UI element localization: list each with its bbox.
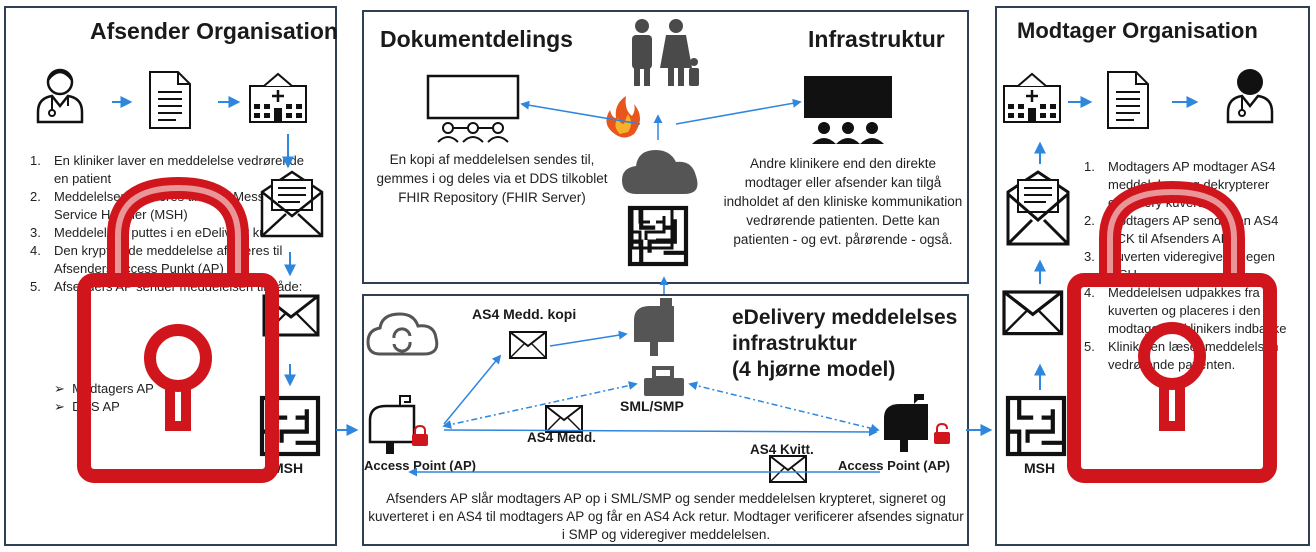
dds-ap-mailbox-icon	[634, 298, 674, 356]
as4-copy-label: AS4 Medd. kopi	[472, 306, 577, 322]
infrastructure-title: Infrastruktur	[808, 26, 945, 52]
access-point-left-label: Access Point (AP)	[364, 458, 476, 473]
edelivery-title-3: (4 hjørne model)	[732, 358, 896, 381]
padlock-overlay-left	[77, 176, 279, 483]
open-envelope-icon	[260, 170, 324, 238]
sender-subitem-receiver-ap: ➢ Modtagers AP	[54, 381, 154, 396]
clinician-icon	[36, 68, 84, 124]
presentation-screen-icon	[426, 74, 520, 143]
receiver-hospital-icon	[1002, 72, 1062, 124]
edelivery-description: Afsenders AP slår modtagers AP op i SML/…	[368, 491, 964, 542]
fhir-repository-cloud-icon	[622, 150, 698, 194]
receiver-title: Modtager Organisation	[1017, 18, 1258, 43]
receiver-document-icon	[1107, 71, 1149, 129]
sender-title: Afsender Organisation	[90, 18, 338, 44]
receiver-clinician-icon	[1226, 69, 1274, 124]
sender-ap-mailbox-icon	[368, 394, 416, 456]
receiver-open-envelope-icon	[1006, 170, 1070, 246]
sync-cloud-icon	[366, 312, 439, 356]
as4-receipt-envelope-icon	[769, 455, 807, 483]
document-icon	[149, 71, 191, 129]
receiver-msh-label: MSH	[1024, 460, 1056, 476]
sender-step: 1.En kliniker laver en meddelelse vedrør…	[30, 153, 305, 186]
access-point-right-label: Access Point (AP)	[838, 458, 950, 473]
as4-receipt-label: AS4 Kvitt.	[750, 442, 814, 457]
fhir-flame-icon	[606, 96, 640, 138]
as4-message-envelope-icon	[545, 405, 583, 433]
edelivery-title-2: infrastruktur	[732, 332, 857, 355]
dds-copy-text: En kopi af meddelelsen sendes til, gemme…	[376, 152, 608, 205]
audience-screen-icon	[804, 76, 892, 144]
padlock-overlay-right	[1067, 180, 1277, 483]
sender-ap-lock-icon	[412, 424, 428, 446]
receiver-msh-maze-icon	[1008, 398, 1064, 454]
as4-copy-envelope-icon	[509, 331, 547, 359]
sender-msh-label: MSH	[272, 460, 304, 476]
as4-message-label: AS4 Medd.	[527, 430, 597, 445]
family-icon	[632, 19, 699, 86]
receiver-ap-mailbox-icon	[884, 394, 928, 452]
edelivery-title-1: eDelivery meddelelses	[732, 306, 958, 329]
document-sharing-title: Dokumentdelings	[380, 26, 573, 52]
sml-smp-register-icon	[644, 366, 684, 396]
receiver-ap-unlock-icon	[934, 422, 950, 444]
hospital-icon	[248, 72, 308, 124]
receiver-envelope-icon	[1002, 290, 1064, 336]
other-clinicians-text: Andre klinikere end den direkte modtager…	[723, 156, 963, 247]
